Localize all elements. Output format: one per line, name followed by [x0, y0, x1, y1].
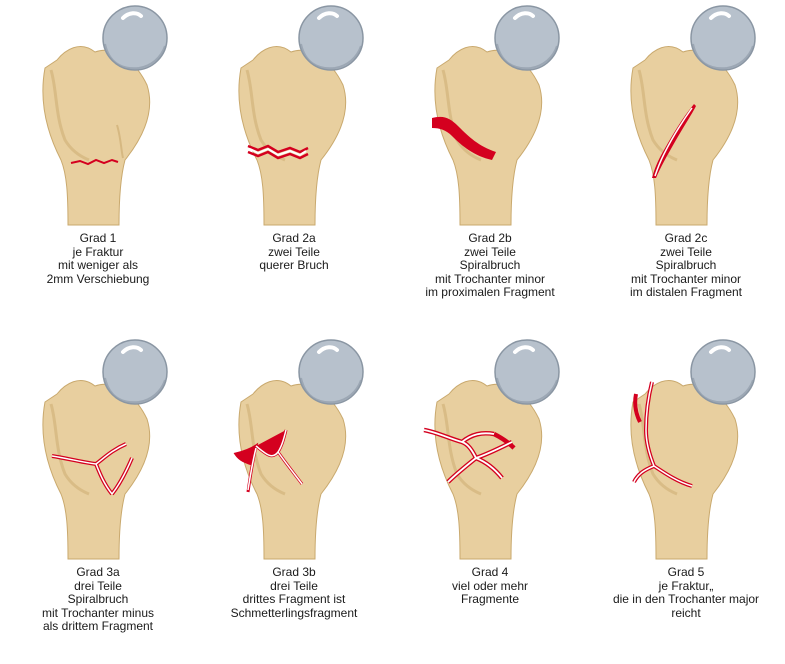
caption-grad-2c: Grad 2c zwei Teile Spiralbruch mit Troch…	[588, 231, 784, 300]
caption-line: zwei Teile	[268, 244, 320, 259]
panel-grad-3b: Grad 3b drei Teile drittes Fragment ist …	[196, 334, 392, 664]
caption-grad-3a: Grad 3a drei Teile Spiralbruch mit Troch…	[0, 565, 196, 634]
femur-grad-2b-illustration	[432, 5, 560, 226]
caption-line: Spiralbruch	[67, 592, 129, 607]
caption-line: drittes Fragment ist	[242, 592, 346, 607]
caption-line: drei Teile	[74, 578, 122, 593]
caption-grad-1: Grad 1 je Fraktur mit weniger als 2mm Ve…	[0, 231, 196, 286]
caption-line: Grad 3b	[272, 565, 316, 579]
caption-line: Grad 2b	[468, 231, 512, 245]
caption-line: zwei Teile	[660, 244, 712, 259]
fracture-line-grad-2c	[652, 104, 696, 178]
caption-line: zwei Teile	[464, 244, 516, 259]
femur-grad-4-illustration	[423, 339, 560, 560]
caption-line: Grad 1	[79, 231, 117, 245]
femur-grad-1-illustration	[42, 5, 168, 226]
fracture-line-grad-1	[70, 158, 119, 166]
fracture-line-grad-2b	[432, 116, 496, 160]
caption-line: mit Trochanter minor	[434, 271, 546, 286]
caption-line: mit Trochanter minor	[630, 271, 742, 286]
panel-grad-1: Grad 1 je Fraktur mit weniger als 2mm Ve…	[0, 0, 196, 330]
caption-line: Grad 3a	[76, 565, 120, 579]
caption-line: im distalen Fragment	[629, 285, 743, 300]
caption-line: Fragmente	[460, 592, 520, 607]
caption-grad-3b: Grad 3b drei Teile drittes Fragment ist …	[196, 565, 392, 620]
panel-grad-2a: Grad 2a zwei Teile querer Bruch	[196, 0, 392, 330]
caption-line: mit weniger als	[57, 258, 139, 273]
panel-grad-4: Grad 4 viel oder mehr Fragmente	[392, 334, 588, 664]
panel-grad-2c: Grad 2c zwei Teile Spiralbruch mit Troch…	[588, 0, 784, 330]
caption-line: die in den Trochanter major	[612, 592, 760, 607]
panel-grad-2b: Grad 2b zwei Teile Spiralbruch mit Troch…	[392, 0, 588, 330]
caption-line: reicht	[671, 605, 701, 620]
caption-grad-5: Grad 5 je Fraktur„ die in den Trochanter…	[588, 565, 784, 620]
caption-grad-2b: Grad 2b zwei Teile Spiralbruch mit Troch…	[392, 231, 588, 300]
femur-grad-2c-illustration	[630, 5, 756, 226]
caption-line: Schmetterlingsfragment	[230, 605, 358, 620]
caption-line: mit Trochanter minus	[41, 605, 155, 620]
caption-line: viel oder mehr	[451, 578, 529, 593]
caption-line: querer Bruch	[259, 258, 329, 273]
caption-line: je Fraktur	[72, 244, 124, 259]
caption-line: drei Teile	[270, 578, 318, 593]
femur-grad-5-illustration	[630, 339, 756, 560]
caption-line: Grad 5	[667, 565, 705, 579]
caption-line: Grad 2a	[272, 231, 316, 245]
caption-grad-4: Grad 4 viel oder mehr Fragmente	[392, 565, 588, 607]
panel-grad-5: Grad 5 je Fraktur„ die in den Trochanter…	[588, 334, 784, 664]
caption-line: 2mm Verschiebung	[46, 271, 150, 286]
femur-grad-2a-illustration	[238, 5, 364, 226]
fracture-line-grad-2a	[247, 144, 309, 154]
caption-line: Grad 2c	[664, 231, 708, 245]
caption-line: Spiralbruch	[459, 258, 521, 273]
femur-grad-3a-illustration	[42, 339, 168, 560]
femur-grad-3b-illustration	[233, 339, 364, 560]
caption-line: als drittem Fragment	[42, 619, 154, 634]
caption-line: im proximalen Fragment	[425, 285, 555, 300]
caption-line: Grad 4	[471, 565, 509, 579]
panel-grad-3a: Grad 3a drei Teile Spiralbruch mit Troch…	[0, 334, 196, 664]
caption-grad-2a: Grad 2a zwei Teile querer Bruch	[196, 231, 392, 273]
caption-line: Spiralbruch	[655, 258, 717, 273]
caption-line: je Fraktur„	[658, 578, 714, 593]
